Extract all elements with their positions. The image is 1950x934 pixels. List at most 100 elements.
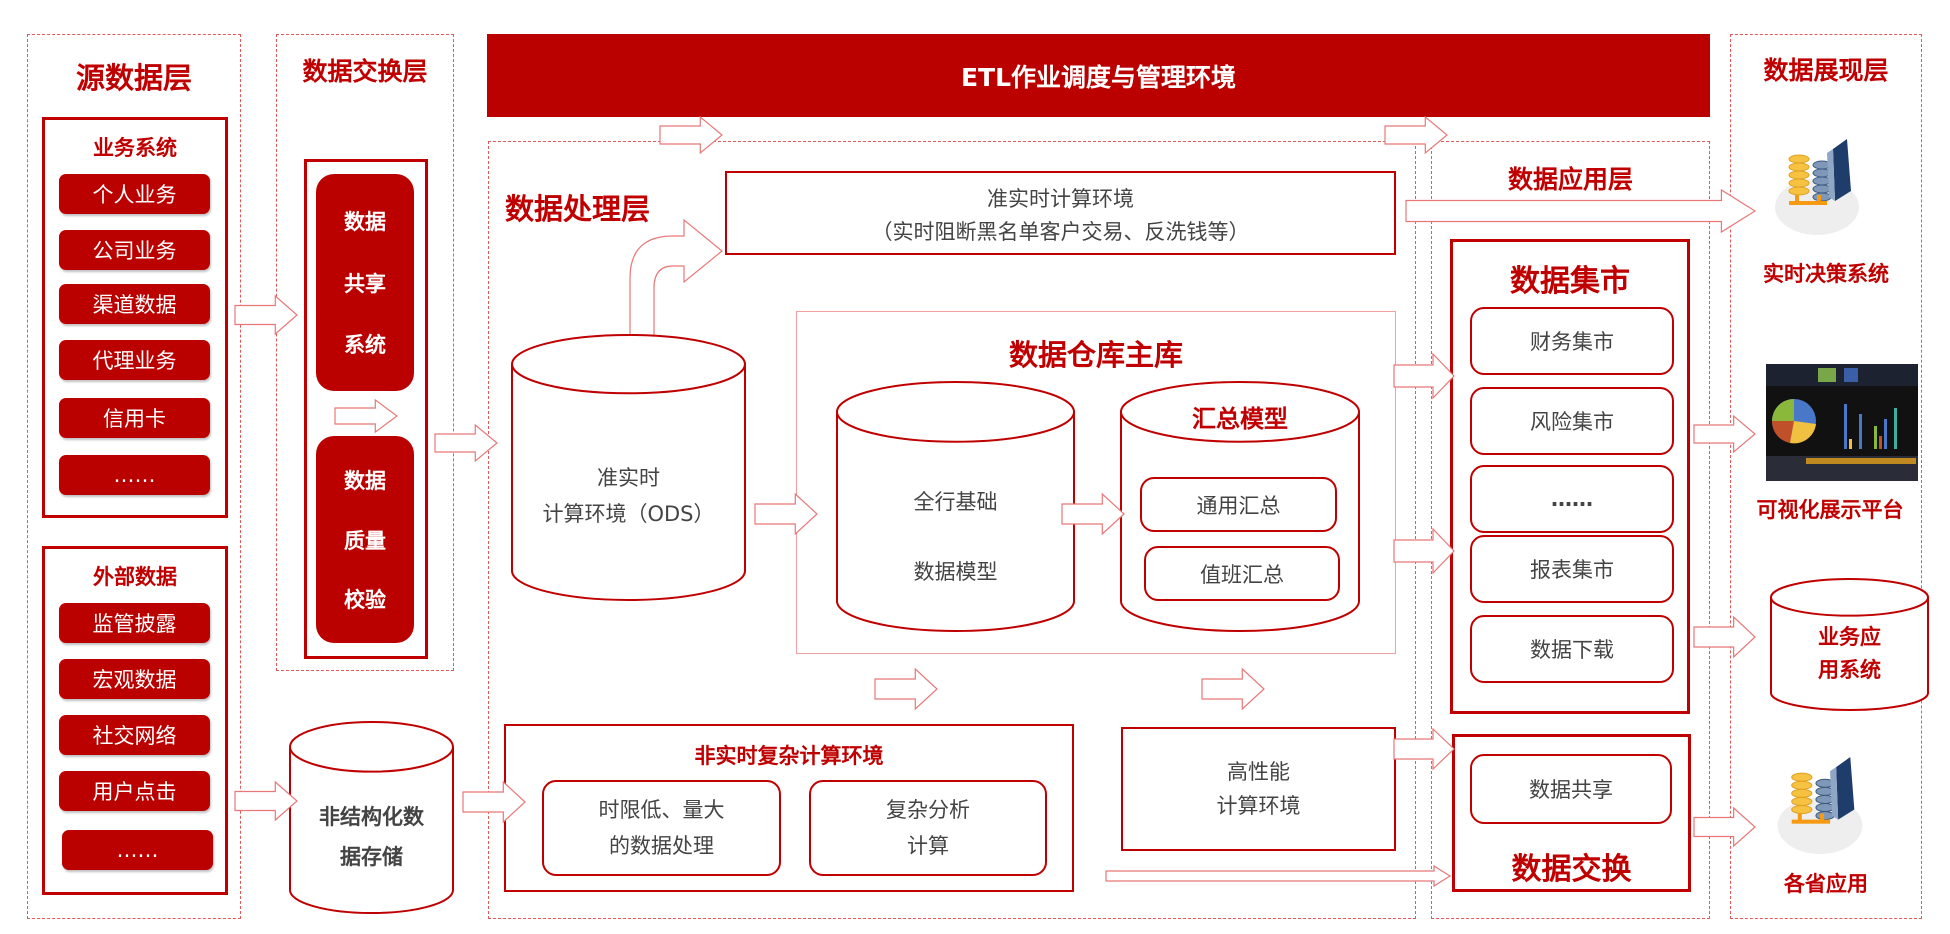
label: 数据: [344, 209, 386, 234]
realtime-env-box: 准实时计算环境 （实时阻断黑名单客户交易、反洗钱等）: [725, 171, 1396, 255]
label: 高性能: [1227, 760, 1290, 784]
label: 时限低、量大: [598, 798, 725, 822]
external-data-item[interactable]: 用户点击: [59, 771, 210, 811]
business-system-item[interactable]: 公司业务: [59, 230, 210, 270]
data-mart-box: 数据集市: [1450, 239, 1690, 714]
exchange-layer: 数据交换层: [276, 34, 454, 671]
visualization-platform-label: 可视化展示平台: [1756, 498, 1904, 522]
complex-analysis[interactable]: 复杂分析 计算: [809, 780, 1047, 876]
external-data-item[interactable]: ……: [62, 830, 213, 870]
label: 用系统: [1818, 658, 1881, 682]
label: 据存储: [340, 845, 403, 869]
label: 计算环境（ODS）: [542, 502, 715, 526]
label: 质量: [344, 528, 386, 553]
flow-arrow-icon: [334, 398, 399, 434]
presentation-layer-title: 数据展现层: [1763, 56, 1889, 85]
unstructured-storage-cylinder: 非结构化数 据存储: [290, 722, 453, 913]
flow-arrow-icon: [754, 492, 818, 536]
label: 的数据处理: [609, 834, 714, 858]
label: 数据模型: [913, 560, 998, 584]
flow-arrow-icon: [1384, 115, 1448, 155]
base-model-cylinder: 全行基础 数据模型: [837, 382, 1074, 631]
data-exchange-box: 数据交换: [1452, 734, 1691, 892]
server-icon: [1769, 137, 1869, 237]
nonrealtime-env-box: 非实时复杂计算环境: [504, 724, 1074, 892]
external-data-title: 外部数据: [93, 565, 177, 589]
data-sharing-system[interactable]: 数据 共享 系统: [316, 174, 414, 391]
realtime-decision-label: 实时决策系统: [1763, 262, 1889, 286]
duty-summary[interactable]: 值班汇总: [1144, 546, 1340, 601]
data-mart-item[interactable]: 风险集市: [1470, 387, 1674, 455]
business-system-item[interactable]: 信用卡: [59, 398, 210, 438]
business-system-item[interactable]: 个人业务: [59, 174, 210, 214]
flow-arrow-icon: [1393, 727, 1455, 771]
data-sharing[interactable]: 数据共享: [1470, 754, 1672, 824]
low-latency-bulk-processing[interactable]: 时限低、量大 的数据处理: [542, 780, 781, 876]
nonrealtime-env-title: 非实时复杂计算环境: [694, 744, 884, 768]
data-warehouse-box: 数据仓库主库: [796, 311, 1396, 654]
label: 非结构化数: [319, 805, 424, 829]
data-mart-item[interactable]: 报表集市: [1470, 535, 1674, 603]
data-mart-item[interactable]: ……: [1470, 465, 1674, 533]
label: 共享: [344, 271, 386, 296]
data-quality-check[interactable]: 数据 质量 校验: [316, 436, 414, 643]
flow-arrow-icon: [462, 780, 526, 824]
general-summary[interactable]: 通用汇总: [1140, 477, 1337, 532]
server-icon: [1769, 755, 1875, 856]
flow-arrow-icon: [1105, 864, 1452, 888]
label: 系统: [344, 333, 386, 358]
external-data-item[interactable]: 监管披露: [59, 603, 210, 643]
flow-arrow-icon: [1393, 527, 1455, 575]
data-exchange-title: 数据交换: [1511, 852, 1632, 887]
presentation-layer: 数据展现层: [1730, 34, 1922, 919]
external-data-box: 外部数据: [42, 546, 228, 895]
ods-cylinder: 准实时 计算环境（ODS）: [512, 335, 745, 600]
data-mart-title: 数据集市: [1510, 264, 1630, 299]
etl-title: ETL作业调度与管理环境: [960, 62, 1237, 92]
label: 准实时计算环境: [987, 187, 1134, 211]
flow-arrow-icon: [1693, 414, 1756, 454]
label: 数据: [344, 469, 386, 494]
flow-arrow-icon: [1693, 615, 1756, 659]
data-mart-item[interactable]: 数据下载: [1470, 615, 1674, 683]
external-data-item[interactable]: 社交网络: [59, 715, 210, 755]
business-systems-box: 业务系统: [42, 117, 228, 518]
label: 计算环境: [1216, 794, 1301, 818]
label: 计算: [907, 834, 949, 858]
exchange-systems-box: [304, 159, 428, 659]
flow-arrow-icon: [874, 667, 938, 711]
flow-arrow-icon: [659, 115, 723, 155]
summary-model-title: 汇总模型: [1192, 405, 1288, 433]
etl-banner: ETL作业调度与管理环境: [487, 34, 1710, 117]
label: 全行基础: [913, 490, 998, 514]
provincial-apps-label: 各省应用: [1784, 872, 1868, 896]
external-data-item[interactable]: 宏观数据: [59, 659, 210, 699]
business-system-item[interactable]: 渠道数据: [59, 284, 210, 324]
flow-arrow-icon: [1201, 667, 1265, 711]
application-layer: 数据应用层: [1431, 141, 1710, 919]
application-layer-title: 数据应用层: [1507, 165, 1633, 194]
data-mart-item[interactable]: 财务集市: [1470, 307, 1674, 375]
exchange-layer-title: 数据交换层: [302, 57, 428, 86]
source-layer-title: 源数据层: [75, 61, 192, 95]
flow-arrow-icon: [234, 780, 298, 822]
data-warehouse-title: 数据仓库主库: [1008, 338, 1183, 372]
flow-arrow-icon: [1405, 188, 1757, 234]
dashboard-thumbnail: [1766, 364, 1918, 481]
source-layer: 源数据层: [27, 34, 241, 919]
label: 业务应: [1818, 625, 1881, 649]
business-app-cylinder: 业务应 用系统: [1771, 579, 1928, 710]
business-systems-title: 业务系统: [93, 136, 177, 160]
flow-arrow-icon: [434, 423, 498, 463]
label: 复杂分析: [886, 798, 970, 822]
flow-arrow-icon: [1693, 806, 1756, 848]
flow-arrow-icon: [234, 294, 298, 336]
flow-arrow-icon: [1393, 352, 1455, 400]
label: 校验: [344, 587, 386, 612]
processing-layer-title: 数据处理层: [505, 192, 651, 226]
business-system-item[interactable]: ……: [59, 455, 210, 495]
business-system-item[interactable]: 代理业务: [59, 340, 210, 380]
label: （实时阻断黑名单客户交易、反洗钱等）: [871, 220, 1250, 244]
label: 准实时: [597, 466, 660, 490]
hpc-env-box: 高性能 计算环境: [1121, 727, 1396, 851]
